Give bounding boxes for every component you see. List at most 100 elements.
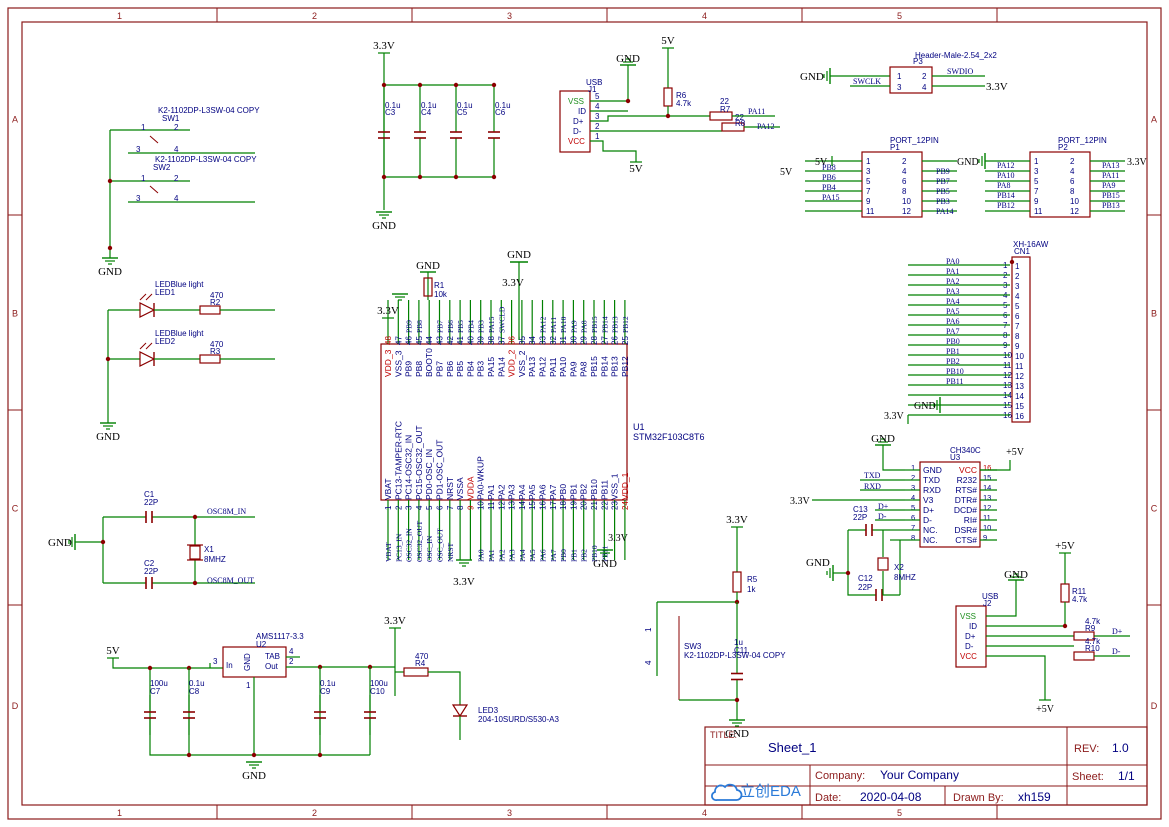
mcu-pin-bot: PB10 — [589, 479, 599, 500]
mcu-pin-top: VDD_3 — [383, 349, 393, 377]
label: 13 — [983, 493, 991, 502]
mcu-pin-top: PA10 — [558, 357, 568, 377]
led1-ref: LED1 — [155, 288, 176, 297]
label: U3 — [950, 453, 961, 462]
label: 7 — [1034, 187, 1039, 196]
junction-dot — [186, 752, 192, 758]
label: J2 — [983, 599, 992, 608]
label: 1 — [141, 174, 146, 183]
title-block — [704, 726, 1148, 806]
label: 0.1u — [385, 101, 401, 110]
label: 4 — [644, 660, 653, 665]
mcu-pin-num: 29 — [580, 336, 589, 345]
label: 5 — [595, 92, 600, 101]
wire — [882, 445, 905, 471]
label: PB7 — [936, 177, 950, 186]
label: 14 — [983, 483, 991, 492]
mcu-net-bot: PA6 — [539, 549, 548, 562]
mcu-pin-num: 22 — [600, 501, 609, 510]
label: J1 — [588, 85, 597, 94]
mcu-net-top: PB13 — [611, 316, 620, 333]
led2-r-ref: R3 — [210, 347, 221, 356]
company-label: Company: — [815, 770, 865, 782]
mcu-net-top: PB7 — [436, 320, 445, 333]
mcu-u1 — [380, 343, 628, 501]
label: PA1 — [946, 267, 960, 276]
label: C5 — [457, 108, 468, 117]
label: 3.3V — [790, 496, 811, 507]
label: +5V — [1006, 447, 1025, 458]
label: 10 — [1070, 197, 1079, 206]
label: 7 — [911, 523, 915, 532]
label: 2 — [902, 157, 907, 166]
mcu-net-top: PA11 — [549, 317, 558, 333]
label: U1 — [633, 422, 645, 432]
led-ray — [139, 342, 147, 350]
label: 8 — [902, 187, 907, 196]
junction-dot — [100, 539, 106, 545]
label: 22P — [858, 583, 872, 592]
mcu-pin-bot: PA0-WKUP — [476, 456, 486, 500]
label: SWCLK — [853, 77, 881, 86]
label: 16 — [1015, 412, 1024, 421]
ground-label: GND — [98, 266, 122, 278]
label: D+ — [573, 117, 584, 126]
sw1-ref: SW1 — [162, 114, 180, 123]
junction-dot — [192, 580, 198, 586]
mcu-pin-top: PA9 — [568, 361, 578, 377]
power-label: +5V — [1055, 540, 1075, 552]
label: C3 — [385, 108, 396, 117]
mcu-pin-num: 31 — [559, 336, 568, 345]
switch-contact — [149, 135, 159, 144]
mcu-pin-bot: PA4 — [517, 484, 527, 500]
regulator-name: AMS1117-3.3 — [256, 632, 304, 641]
junction-dot — [734, 697, 740, 703]
mcu-pin-num: 47 — [394, 336, 403, 345]
label: 6 — [1070, 177, 1075, 186]
label: 12 — [983, 503, 991, 512]
label: 9 — [983, 533, 987, 542]
wire — [428, 671, 461, 705]
net-osc-in: OSC8M_IN — [207, 507, 246, 516]
label: C1 — [144, 490, 155, 499]
mcu-pin-bot: VSS_1 — [610, 473, 620, 500]
label: PB12 — [997, 201, 1015, 210]
sw1-value: K2-1102DP-L3SW-04 COPY — [158, 106, 260, 115]
junction-dot — [192, 514, 198, 520]
label: C11 — [734, 646, 749, 655]
sheet-title: Sheet_1 — [768, 740, 816, 755]
label: In — [226, 661, 233, 670]
label: D- — [573, 127, 582, 136]
mcu-net-top: PA12 — [539, 316, 548, 333]
mcu-net-bot: OSC_IN — [425, 535, 434, 562]
junction-dot — [107, 178, 113, 184]
label: VCC — [959, 465, 977, 475]
mcu-net-top: PA9 — [569, 320, 578, 333]
label: 11 — [1015, 362, 1024, 371]
mcu-pin-num: 3 — [405, 505, 414, 510]
mcu-net-top: PB15 — [590, 316, 599, 333]
mcu-pin-num: 9 — [466, 505, 475, 510]
label: LED3 — [478, 706, 499, 715]
label: 3.3V — [1127, 157, 1148, 168]
power-label: 5V — [106, 645, 120, 657]
label: XH-16AW — [1013, 240, 1049, 249]
mcu-net-bot: PB0 — [559, 549, 568, 562]
r10-resistor — [1073, 651, 1095, 661]
label: 100u — [370, 679, 388, 688]
wire — [590, 140, 637, 162]
mcu-net-bot: OSC32_IN — [405, 528, 414, 562]
label: 2 — [289, 657, 294, 666]
label: ID — [578, 107, 586, 116]
label: PB4 — [822, 183, 836, 192]
power-label: 3.3V — [384, 615, 406, 627]
label: 16 — [983, 463, 991, 472]
label: 15 — [1015, 402, 1024, 411]
frame-row-label: D — [12, 701, 19, 711]
label: 4.7k — [676, 99, 692, 108]
mcu-net-top: PB4 — [466, 320, 475, 333]
junction-dot — [381, 174, 387, 180]
mcu-pin-num: 19 — [569, 501, 578, 510]
label: 4.7k — [1085, 617, 1101, 626]
mcu-pin-top: PA8 — [579, 361, 589, 377]
